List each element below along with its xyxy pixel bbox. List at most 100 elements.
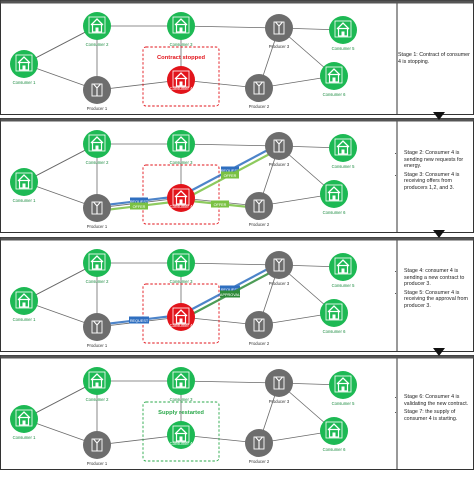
house-icon	[17, 411, 31, 426]
node-consumer2: Consumer 2	[83, 249, 111, 284]
wind-turbine-icon	[273, 21, 285, 35]
icon-frame	[172, 188, 190, 206]
node-label: Producer 2	[249, 104, 270, 109]
icon-frame	[15, 172, 33, 190]
arrow-label: APPROVAL	[220, 290, 240, 298]
house-icon	[174, 190, 188, 205]
node-consumer1: Consumer 1	[10, 50, 38, 85]
node-producer2: Producer 2	[245, 429, 273, 464]
node-label: Consumer 6	[323, 447, 346, 452]
node-circle	[329, 371, 357, 399]
node-consumer3: Consumer 3	[167, 249, 195, 284]
house-icon	[174, 18, 188, 33]
house-icon	[174, 427, 188, 442]
icon-frame	[334, 20, 352, 38]
node-label: Producer 2	[249, 341, 270, 346]
node-circle	[83, 249, 111, 277]
arrow-label: OFFER	[130, 202, 148, 210]
house-icon	[174, 255, 188, 270]
node-label: Consumer 5	[332, 46, 355, 51]
node-label: Consumer 4	[170, 323, 193, 328]
node-label: Consumer 6	[323, 210, 346, 215]
node-consumer5: Consumer 5	[329, 253, 357, 288]
house-icon	[174, 72, 188, 87]
arrow-label-badge	[220, 290, 240, 298]
panel-top-bar	[0, 237, 474, 241]
wind-turbine-icon	[273, 139, 285, 153]
node-label: Consumer 3	[170, 279, 193, 284]
stage-panel-1	[0, 0, 474, 115]
consumer4-status-box	[142, 401, 220, 462]
node-consumer1: Consumer 1	[10, 287, 38, 322]
house-icon	[336, 377, 350, 392]
icon-frame	[172, 307, 190, 325]
node-label: Consumer 1	[13, 317, 36, 322]
node-consumer3: Consumer 3	[167, 12, 195, 47]
network-link	[180, 143, 280, 147]
arrow-label-text: REQUEST	[130, 319, 149, 323]
down-arrow-icon	[433, 112, 445, 120]
icon-frame	[334, 257, 352, 275]
wind-turbine-icon	[91, 83, 103, 97]
panel-top-bar	[0, 118, 474, 122]
node-consumer4: Consumer 4	[167, 184, 195, 212]
network-link	[96, 79, 182, 91]
icon-frame	[15, 291, 33, 309]
stage-panel-4	[0, 355, 474, 470]
node-consumer3: Consumer 3	[167, 130, 195, 165]
node-circle	[10, 287, 38, 315]
description-text: Stage 3: Consumer 4 is receiving offers …	[404, 172, 474, 192]
node-circle	[83, 130, 111, 158]
node-label: Consumer 4	[170, 86, 193, 91]
arrow-label-text: OFFER	[133, 205, 146, 209]
arrow-label-text: REQUEST	[221, 169, 240, 173]
description-text: Stage 4: consumer 4 is sending a new con…	[404, 268, 474, 288]
node-circle	[320, 417, 348, 445]
wind-turbine-icon	[91, 320, 103, 334]
arrow-label-text: OFFER	[214, 203, 227, 207]
icon-frame	[88, 16, 106, 34]
stage-description-3: Stage 4: consumer 4 is sending a new con…	[398, 268, 474, 312]
consumer4-status-box	[142, 46, 220, 107]
node-label: Producer 2	[249, 222, 270, 227]
node-label: Consumer 5	[332, 283, 355, 288]
arrow-label-badge	[221, 171, 239, 179]
icon-frame	[88, 253, 106, 271]
node-label: Producer 1	[87, 224, 108, 229]
node-circle	[320, 299, 348, 327]
node-consumer5: Consumer 5	[329, 16, 357, 51]
node-circle	[10, 405, 38, 433]
node-label: Consumer 3	[170, 397, 193, 402]
stage-description-1: Stage 1: Contract of consumer 4 is stopp…	[398, 52, 474, 65]
node-circle	[10, 50, 38, 78]
description-text: Stage 2: Consumer 4 is sending new reque…	[404, 150, 474, 170]
house-icon	[336, 259, 350, 274]
icon-frame	[325, 303, 343, 321]
icon-frame	[15, 409, 33, 427]
node-producer3: Producer 3	[265, 369, 293, 404]
down-arrow-icon	[433, 230, 445, 238]
node-producer3: Producer 3	[265, 132, 293, 167]
node-producer1: Producer 1	[83, 431, 111, 466]
house-icon	[327, 186, 341, 201]
node-consumer6: Consumer 6	[320, 180, 348, 215]
house-icon	[174, 373, 188, 388]
node-consumer5: Consumer 5	[329, 371, 357, 406]
node-producer1: Producer 1	[83, 194, 111, 229]
node-circle	[167, 367, 195, 395]
node-circle	[320, 62, 348, 90]
icon-frame	[325, 421, 343, 439]
icon-frame	[172, 425, 190, 443]
arrow-label-text: REQUEST	[221, 288, 240, 292]
node-consumer6: Consumer 6	[320, 417, 348, 452]
stage-description-2: Stage 2: Consumer 4 is sending new reque…	[398, 150, 474, 194]
network-link	[180, 380, 280, 384]
node-label: Consumer 3	[170, 160, 193, 165]
icon-frame	[334, 138, 352, 156]
node-label: Consumer 2	[86, 279, 109, 284]
node-circle	[83, 367, 111, 395]
node-consumer5: Consumer 5	[329, 134, 357, 169]
